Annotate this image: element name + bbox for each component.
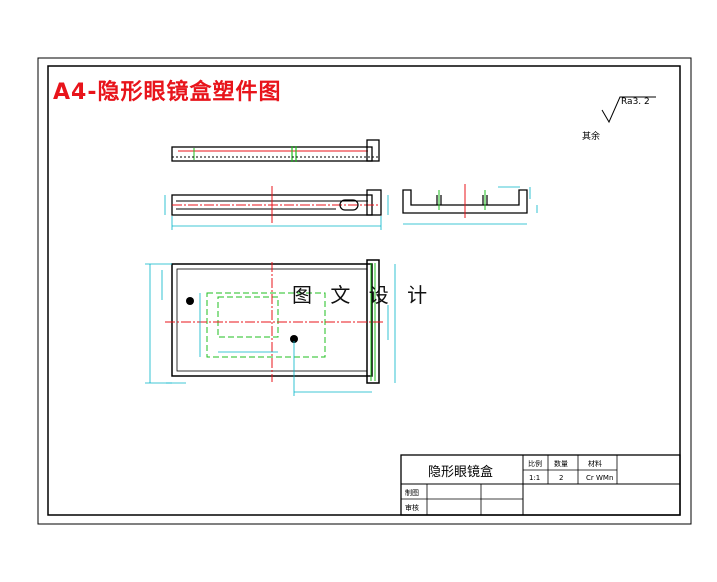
roughness-value: Ra3. 2 <box>621 97 650 107</box>
material-value: Cr WMn <box>586 474 614 482</box>
checked-by-label: 审核 <box>405 504 419 512</box>
front-view <box>164 186 389 230</box>
material-header: 材料 <box>588 460 602 468</box>
roughness-note: 其余 <box>582 132 601 142</box>
drawing-title: A4-隐形眼镜盒塑件图 <box>53 80 282 105</box>
drawn-by-label: 制图 <box>405 489 419 497</box>
side-section-view <box>402 184 538 225</box>
top-view <box>171 139 380 162</box>
plan-view <box>145 259 396 396</box>
quantity-header: 数量 <box>554 460 568 468</box>
scale-header: 比例 <box>528 460 542 468</box>
roughness-symbol <box>601 96 656 124</box>
part-name: 隐形眼镜盒 <box>428 465 494 480</box>
outer-border <box>37 57 692 525</box>
quantity-value: 2 <box>559 474 564 482</box>
scale-value: 1:1 <box>529 474 541 482</box>
title-block <box>400 454 681 516</box>
watermark-text: 图 文 设 计 <box>292 283 434 307</box>
inner-border <box>47 65 681 516</box>
